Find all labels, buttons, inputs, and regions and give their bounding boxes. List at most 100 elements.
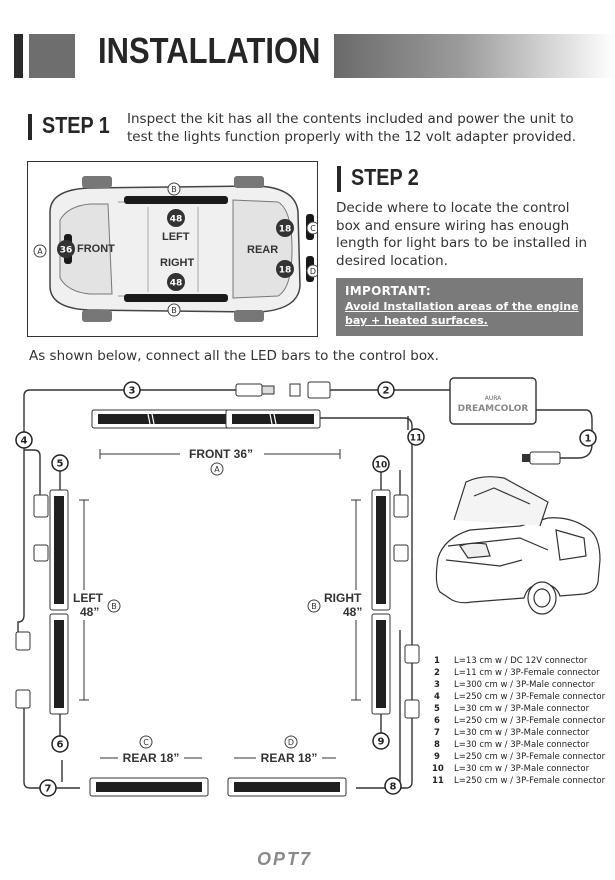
rear-bar-c-label: REAR 18” — [123, 751, 180, 765]
rear-bar-c-marker — [139, 735, 153, 749]
size-badge-rear-c-text: 18 — [279, 225, 292, 235]
rear-bar-d-marker — [284, 735, 298, 749]
connector-right-lower-1 — [404, 644, 420, 664]
marker-b-top — [167, 182, 181, 196]
step2-text: Decide where to locate the control box a… — [336, 200, 587, 269]
callout-4 — [15, 431, 33, 449]
connector-left-lower-2 — [15, 689, 31, 709]
size-badge-right — [167, 273, 185, 291]
cable-8 — [356, 432, 413, 789]
marker-c-text: C — [310, 224, 316, 233]
callout-11 — [407, 428, 425, 446]
marker-d-text: D — [310, 267, 316, 276]
step2-label: STEP 2 — [351, 164, 419, 190]
svg-text:4: 4 — [21, 436, 28, 447]
size-badge-rear-d-text: 18 — [279, 266, 292, 276]
callout-2 — [377, 381, 395, 399]
left-bar-label-2: 48” — [80, 605, 99, 619]
rear-led-bar-c — [89, 777, 209, 797]
front-led-bar-left — [91, 409, 243, 429]
size-badge-rear-d — [276, 260, 294, 278]
size-badge-right-text: 48 — [170, 279, 183, 289]
svg-text:A: A — [214, 465, 220, 474]
header-accent-bar — [14, 34, 23, 78]
callout-1 — [579, 429, 597, 447]
car-label-right: RIGHT — [160, 257, 195, 269]
right-led-bar-lower — [371, 613, 391, 715]
connector-left-lower-1 — [15, 631, 31, 651]
car-top-view-diagram: 48 48 36 18 18 FRONT REAR LEFT RIGHT B B… — [27, 161, 320, 337]
wheel-rear-right — [234, 310, 264, 322]
important-title: IMPORTANT: — [345, 284, 432, 298]
marker-b-top-text: B — [171, 185, 177, 194]
connector-right-upper-1 — [393, 494, 409, 518]
marker-b-bottom-text: B — [171, 306, 177, 315]
step1-text: Inspect the kit has all the contents inc… — [127, 111, 577, 145]
step1-label: STEP 1 — [42, 112, 110, 138]
car-top-view-svg: 48 48 36 18 18 FRONT REAR LEFT RIGHT B B… — [33, 176, 320, 322]
size-badge-front — [57, 240, 75, 258]
dc-12v-plug — [529, 451, 561, 465]
wiring-diagram: AURA DREAMCOLOR FRONT 36” A LEFT 48” B — [15, 377, 601, 797]
control-box-brand: AURA — [485, 395, 502, 402]
svg-text:B: B — [111, 602, 117, 611]
connector-2-female — [289, 383, 301, 397]
opt7-logo: OPT7 — [257, 849, 313, 869]
size-badge-left-text: 48 — [170, 215, 183, 225]
header-gradient-band — [334, 34, 615, 78]
callout-8 — [384, 777, 402, 795]
svg-text:C: C — [143, 738, 149, 747]
svg-text:8: 8 — [390, 782, 397, 793]
svg-text:9: 9 — [378, 737, 385, 748]
front-led-bar-right — [225, 409, 321, 429]
car-label-front: FRONT — [77, 243, 115, 255]
left-bar-label-1: LEFT — [73, 591, 104, 605]
callout-6 — [51, 735, 69, 753]
svg-text:1: 1 — [585, 434, 592, 445]
connector-left-upper-2 — [33, 544, 49, 562]
size-badge-front-text: 36 — [60, 246, 73, 256]
wiring-instruction-text: As shown below, connect all the LED bars… — [29, 348, 439, 364]
size-badge-left — [167, 209, 185, 227]
callout-5 — [51, 454, 69, 472]
connector-right-lower-2 — [404, 699, 420, 719]
connector-right-upper-2 — [393, 544, 409, 562]
step2-bar — [337, 166, 341, 192]
svg-text:3: 3 — [129, 386, 136, 397]
car-label-rear: REAR — [247, 244, 278, 256]
header-accent-block — [29, 34, 75, 78]
car-illustration — [435, 476, 601, 615]
rear-led-bar-d — [227, 777, 347, 797]
svg-text:11: 11 — [410, 434, 423, 444]
callout-9 — [372, 732, 390, 750]
svg-text:5: 5 — [57, 459, 64, 470]
callout-3 — [123, 381, 141, 399]
svg-text:10: 10 — [375, 461, 388, 471]
svg-text:6: 6 — [57, 740, 64, 751]
rear-bar-d-label: REAR 18” — [261, 751, 318, 765]
wheel-front-left — [82, 176, 112, 188]
front-bar-label: FRONT 36” — [189, 447, 253, 461]
svg-text:2: 2 — [383, 386, 390, 397]
cable-3 — [23, 389, 236, 430]
callout-10 — [372, 455, 390, 473]
cable-7 — [23, 700, 80, 789]
right-led-bar-upper — [371, 489, 391, 611]
wheel-front-right — [82, 310, 112, 322]
control-box-model: DREAMCOLOR — [458, 404, 529, 414]
left-led-bar-upper — [49, 489, 69, 611]
right-bar-label-2: 48” — [343, 605, 362, 619]
control-box — [449, 377, 537, 425]
front-bar-marker — [210, 462, 224, 476]
size-badge-rear-c — [276, 219, 294, 237]
car-label-left: LEFT — [162, 231, 190, 243]
right-bar-label-1: RIGHT — [324, 591, 362, 605]
marker-b-bottom — [167, 303, 181, 317]
svg-text:D: D — [288, 738, 294, 747]
left-led-bar-lower — [49, 613, 69, 715]
right-bar-marker — [307, 599, 321, 613]
marker-a — [33, 244, 47, 258]
left-bar-marker — [107, 599, 121, 613]
wheel-rear-left — [234, 176, 264, 188]
step1-bar — [28, 114, 32, 140]
